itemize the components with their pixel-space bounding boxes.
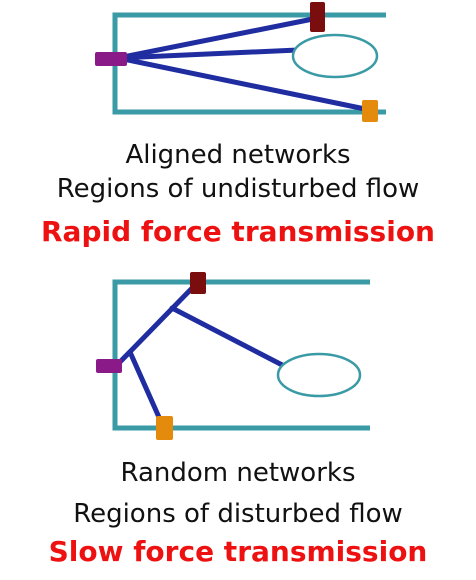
purple-anchor — [96, 359, 122, 373]
fiber-to-ellipse — [169, 305, 291, 371]
caption-network-type: Random networks — [120, 458, 356, 488]
fiber-to-ellipse — [115, 47, 301, 61]
purple-anchor — [95, 52, 127, 66]
fiber-to-orange-anchor — [115, 55, 373, 113]
aligned-network-diagram — [95, 2, 386, 122]
caption-force-transmission: Rapid force transmission — [40, 215, 435, 248]
dark-red-anchor — [190, 272, 206, 294]
cell-ellipse — [291, 33, 379, 79]
aligned-network-panel: Aligned networks Regions of undisturbed … — [0, 0, 476, 276]
random-network-panel: Random networks Regions of disturbed flo… — [0, 270, 476, 580]
dark-red-anchor — [310, 2, 325, 32]
fiber-to-orange-anchor — [127, 349, 165, 427]
cell-ellipse — [276, 352, 362, 398]
channel-walls — [112, 279, 370, 431]
caption-flow-region: Regions of undisturbed flow — [56, 174, 420, 204]
orange-anchor — [362, 100, 378, 122]
caption-network-type: Aligned networks — [125, 140, 351, 170]
orange-anchor — [156, 416, 173, 440]
fiber-to-dark-red-anchor — [115, 15, 321, 61]
random-network-diagram — [96, 272, 370, 440]
caption-flow-region: Regions of disturbed flow — [73, 499, 403, 529]
caption-force-transmission: Slow force transmission — [48, 535, 428, 568]
